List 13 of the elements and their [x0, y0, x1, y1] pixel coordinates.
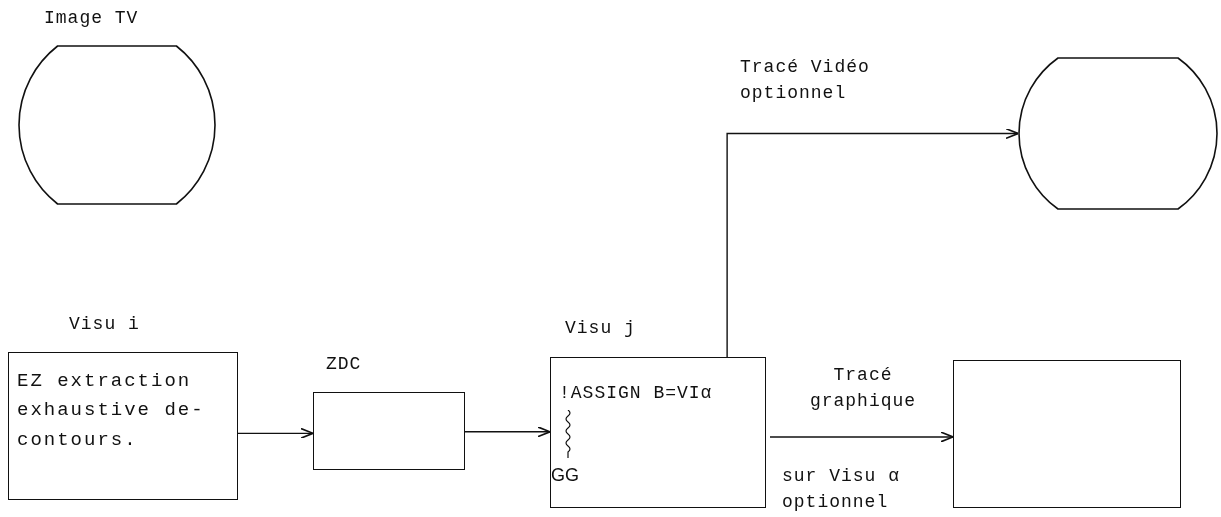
- arrow: [726, 127, 1019, 358]
- heading: ZDC: [326, 353, 362, 376]
- code-text: GG: [551, 464, 579, 487]
- arrow: [237, 427, 314, 439]
- heading: Image TV: [44, 7, 139, 30]
- body-text: EZ extraction exhaustive de- contours.: [17, 369, 206, 453]
- screen-shape: [1018, 57, 1218, 210]
- heading: Visu j: [565, 317, 636, 340]
- arrow: [769, 431, 954, 443]
- process-box: [953, 360, 1181, 508]
- heading: Visu i: [69, 313, 140, 336]
- arrow: [464, 426, 551, 438]
- code-text: !ASSIGN B=VIα: [559, 382, 713, 405]
